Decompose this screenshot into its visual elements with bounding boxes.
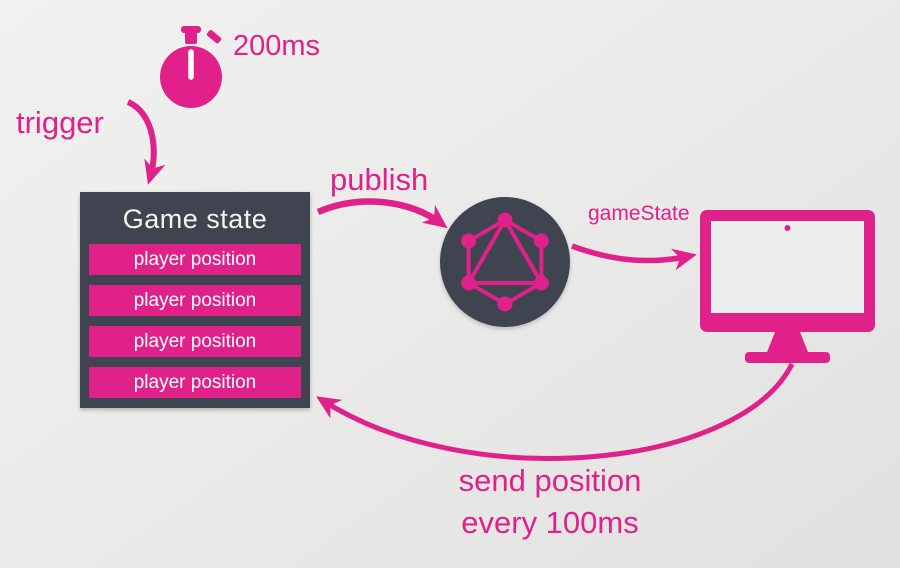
timer-interval-label: 200ms	[233, 30, 321, 62]
graphql-logo-icon	[461, 212, 549, 312]
player-position-row: player position	[89, 367, 301, 398]
gamestate-event-label: gameState	[588, 202, 690, 225]
send-position-arrow	[316, 362, 795, 461]
send-position-line2: every 100ms	[461, 505, 639, 540]
trigger-label: trigger	[16, 105, 104, 140]
player-position-row: player position	[89, 285, 301, 316]
stopwatch-icon	[160, 26, 222, 108]
publish-arrow	[316, 198, 448, 229]
send-position-label: send position every 100ms	[390, 460, 710, 544]
monitor-icon	[700, 210, 875, 363]
player-position-row: player position	[89, 244, 301, 275]
graphql-broker	[440, 197, 570, 327]
gamestate-arrow	[571, 243, 697, 271]
game-state-box: Game state player position player positi…	[80, 192, 310, 408]
publish-label: publish	[330, 162, 429, 197]
player-position-row: player position	[89, 326, 301, 357]
game-state-title: Game state	[122, 204, 268, 234]
send-position-line1: send position	[458, 463, 642, 498]
